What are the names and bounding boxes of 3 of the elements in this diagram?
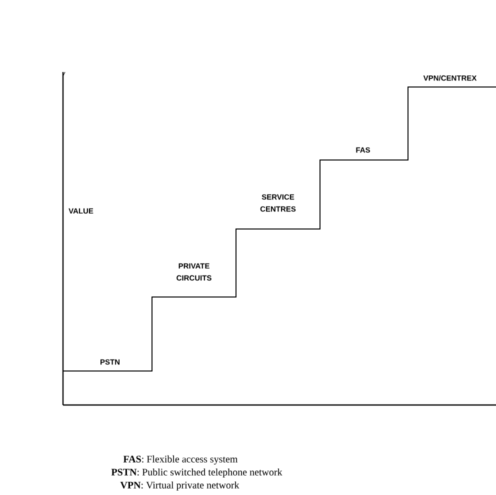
footnote: PSTN: Public switched telephone network [111, 468, 282, 478]
footnote: FAS: Flexible access system [123, 455, 238, 465]
footnote: VPN: Virtual private network [120, 481, 240, 491]
